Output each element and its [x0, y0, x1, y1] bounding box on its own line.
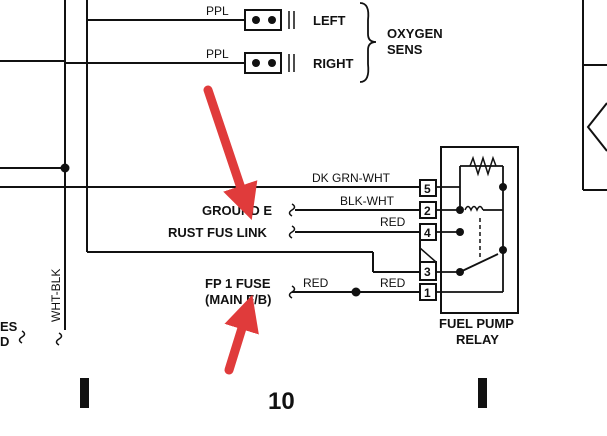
- connector-right: [244, 52, 282, 74]
- wire-label-pin5: DK GRN-WHT: [312, 171, 391, 185]
- relay-node: [499, 183, 507, 191]
- rust-fus-link-label: RUST FUS LINK: [168, 225, 268, 240]
- squiggle: [288, 203, 296, 217]
- relay-box: [440, 146, 519, 314]
- connector-left-label: LEFT: [313, 13, 346, 28]
- red-arrow-icon: [224, 294, 259, 375]
- red-arrow-icon: [203, 85, 258, 221]
- connector-right-label: RIGHT: [313, 56, 354, 71]
- connector-pin: [268, 16, 276, 24]
- left-partial-label-2: D: [0, 334, 9, 349]
- wire-label-pin4: RED: [380, 215, 406, 229]
- coil-icon: [464, 205, 484, 212]
- connector-pin: [252, 16, 260, 24]
- main-fb-label: (MAIN F/B): [205, 292, 271, 307]
- relay-node: [456, 206, 464, 214]
- junction-dot: [351, 287, 361, 297]
- squiggle: [288, 225, 296, 239]
- pin-gap-line: [419, 247, 437, 263]
- wire-label-ppl-left: PPL: [206, 4, 229, 18]
- wire-label-pin1-right: RED: [380, 276, 406, 290]
- relay-title-1: FUEL PUMP: [439, 316, 514, 331]
- squiggle: [288, 285, 296, 299]
- diamond-partial: [586, 102, 607, 152]
- relay-pin-2-num: 2: [424, 204, 431, 218]
- ground-e-label: GROUND E: [202, 203, 272, 218]
- resistor-icon: [469, 155, 497, 177]
- squiggle: [18, 330, 26, 344]
- wire-label-ppl-right: PPL: [206, 47, 229, 61]
- left-partial-label-1: ES: [0, 319, 18, 334]
- wire-label-pin2: BLK-WHT: [340, 194, 395, 208]
- relay-pin-3-num: 3: [424, 265, 431, 279]
- divider-mark-left: [80, 378, 89, 408]
- wire-label-pin1-left: RED: [303, 276, 329, 290]
- relay-pin-5: [419, 179, 437, 197]
- connector-pin: [252, 59, 260, 67]
- connector-left: [244, 9, 282, 31]
- relay-pin-5-num: 5: [424, 182, 431, 196]
- oxygen-sens-label-1: OXYGEN: [387, 26, 443, 41]
- oxygen-sens-label-2: SENS: [387, 42, 423, 57]
- page-number: 10: [268, 388, 295, 415]
- relay-switch: [459, 253, 499, 273]
- relay-pin-3: [419, 261, 437, 281]
- connector-pin: [268, 59, 276, 67]
- relay-title-2: RELAY: [456, 332, 499, 347]
- wht-blk-label: WHT-BLK: [49, 269, 63, 322]
- relay-node: [456, 228, 464, 236]
- relay-pin-1-num: 1: [424, 286, 431, 300]
- divider-mark-right: [478, 378, 487, 408]
- bracket: [359, 2, 377, 83]
- squiggle: [55, 332, 63, 346]
- relay-pin-4-num: 4: [424, 226, 431, 240]
- fp1-fuse-label: FP 1 FUSE: [205, 276, 271, 291]
